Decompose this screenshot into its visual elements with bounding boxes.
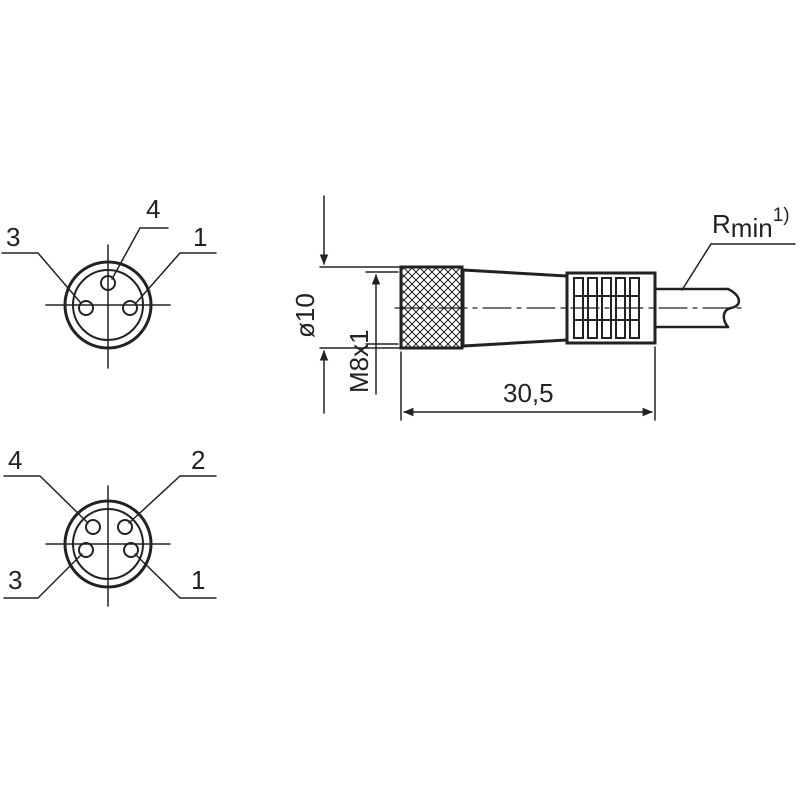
top-pin-4 bbox=[100, 275, 116, 291]
bottom-connector-face: 4 2 3 1 bbox=[3, 445, 217, 607]
bottom-face-outer-ring bbox=[63, 499, 153, 589]
thread-label: M8x1 bbox=[344, 329, 374, 393]
top-face-outer-ring bbox=[63, 260, 153, 350]
bottom-face-inner-ring bbox=[72, 508, 144, 580]
top-leaders bbox=[1, 227, 217, 304]
connector-side-view bbox=[394, 265, 746, 350]
bottom-pin-label-3: 3 bbox=[8, 565, 22, 595]
bend-radius-sup: 1) bbox=[773, 205, 790, 226]
bottom-pin-1 bbox=[123, 542, 139, 558]
bottom-pin-4 bbox=[85, 519, 101, 535]
thread-dimension: M8x1 bbox=[344, 271, 399, 395]
bottom-pin-2 bbox=[117, 519, 133, 535]
top-pin-3 bbox=[78, 300, 94, 316]
bottom-leaders bbox=[3, 475, 217, 599]
top-pin-label-3: 3 bbox=[6, 222, 20, 252]
top-pin-label-4: 4 bbox=[146, 194, 160, 224]
top-pin-label-1: 1 bbox=[193, 222, 207, 252]
bottom-pin-label-4: 4 bbox=[8, 445, 22, 475]
length-label: 30,5 bbox=[503, 378, 554, 408]
top-pin-1 bbox=[122, 300, 138, 316]
bend-radius-sub: min bbox=[731, 213, 773, 243]
top-connector-face: 4 3 1 bbox=[1, 194, 217, 369]
bottom-pin-3 bbox=[78, 542, 94, 558]
bend-radius-callout: Rmin1) bbox=[681, 205, 796, 291]
bend-radius-main: R bbox=[712, 209, 731, 239]
diameter-dimension: ø10 bbox=[290, 195, 401, 414]
top-face-inner-ring bbox=[72, 269, 144, 341]
length-dimension: 30,5 bbox=[400, 346, 656, 421]
diameter-label: ø10 bbox=[290, 293, 320, 338]
bend-radius-label: Rmin1) bbox=[712, 205, 790, 243]
bottom-pin-label-2: 2 bbox=[191, 445, 205, 475]
bottom-pin-label-1: 1 bbox=[191, 565, 205, 595]
